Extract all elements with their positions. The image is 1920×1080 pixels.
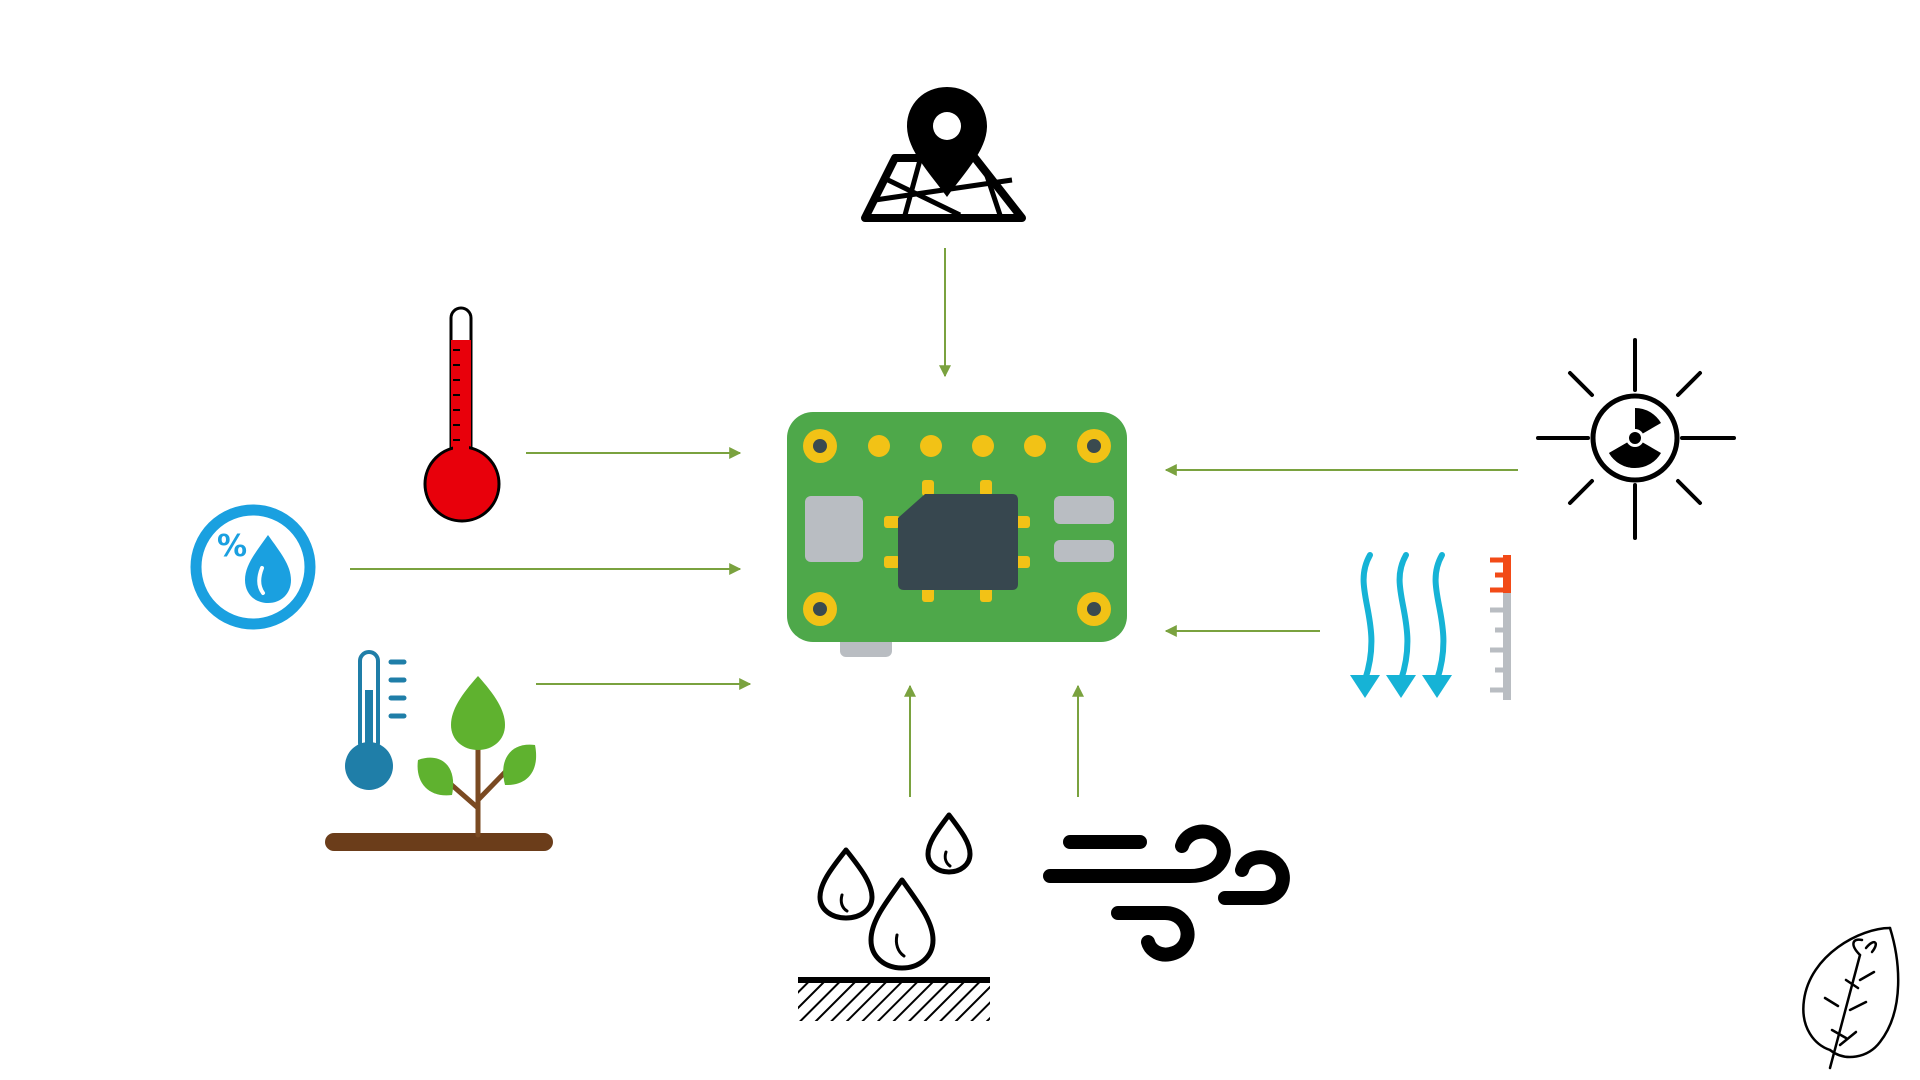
leaf-logo-icon: [1802, 926, 1900, 1070]
rain-gauge-icon: [1350, 552, 1511, 700]
water-drops-ground-icon: [798, 812, 990, 1021]
circuit-board-icon: [787, 412, 1127, 657]
soil-thermometer-plant-icon: [325, 650, 553, 851]
map-pin-icon: [861, 87, 1026, 222]
input-arrows: [350, 248, 1518, 797]
svg-text:%: %: [217, 529, 247, 564]
wind-icon: [1043, 824, 1290, 962]
humidity-percent-drop-icon: %: [190, 504, 316, 630]
thermometer-icon: [423, 306, 501, 523]
sun-radiation-icon: [1536, 338, 1736, 540]
